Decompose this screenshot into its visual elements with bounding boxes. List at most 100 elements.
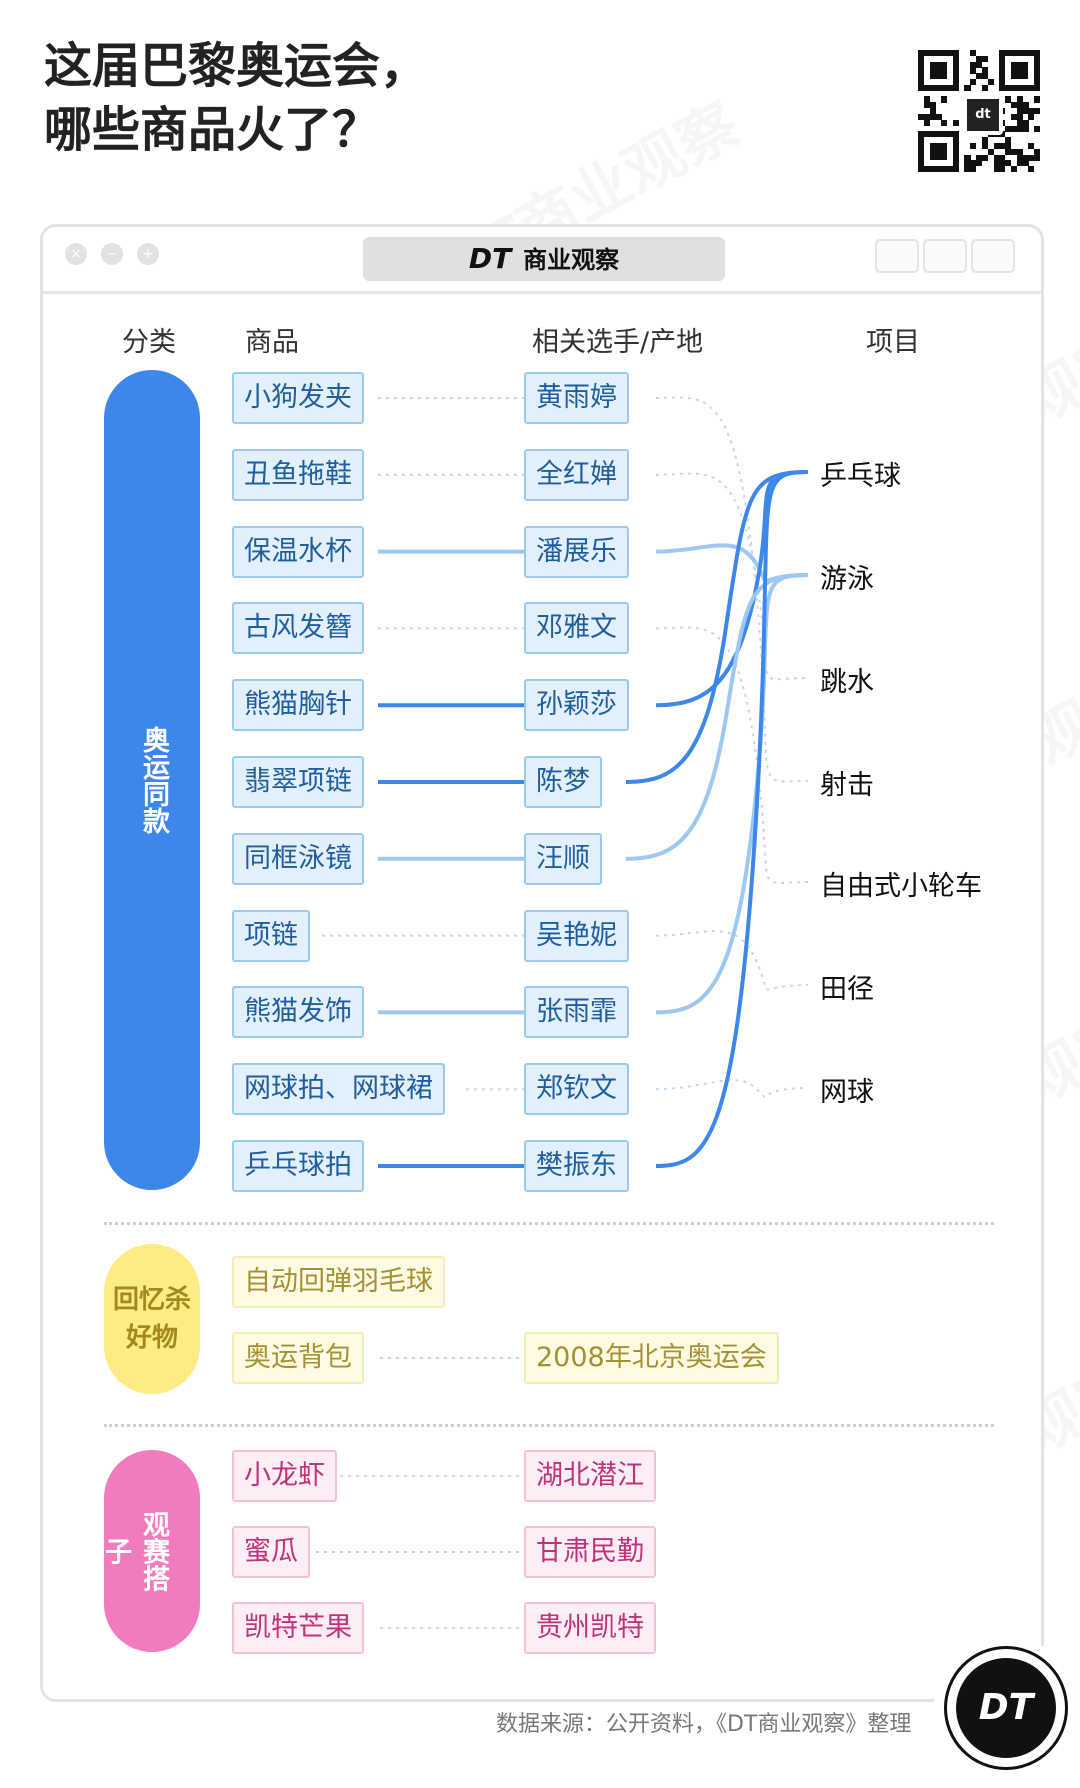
qr-finder — [929, 142, 948, 161]
qr-module — [993, 166, 1000, 173]
qr-module — [1034, 154, 1041, 161]
qr-module — [1028, 154, 1035, 161]
brand-label: DT — [468, 242, 512, 275]
player-box: 潘展乐 — [524, 525, 629, 578]
category-memory: 回忆杀 好物 — [104, 1244, 200, 1394]
player-box: 樊振东 — [524, 1140, 629, 1192]
qr-module — [970, 166, 977, 173]
qr-module — [1010, 148, 1018, 155]
qr-module — [1034, 148, 1041, 155]
qr-module — [1016, 154, 1023, 161]
memory-product-box: 奥运背包 — [232, 1332, 364, 1384]
qr-module — [1022, 102, 1029, 109]
qr-module — [952, 119, 959, 126]
qr-module — [976, 55, 983, 62]
qr-module — [976, 160, 983, 167]
product-box: 网球拍、网球裙 — [232, 1063, 445, 1116]
qr-module — [1016, 119, 1023, 126]
qr-module — [929, 108, 936, 115]
logo-ring — [944, 1646, 1068, 1770]
qr-module — [993, 160, 1000, 167]
qr-module — [1016, 160, 1023, 167]
qr-module — [1005, 137, 1012, 144]
player-box: 邓雅文 — [524, 602, 629, 655]
qr-module — [923, 102, 930, 109]
qr-module — [1016, 96, 1023, 103]
qr-module — [1022, 108, 1029, 115]
player-event-link — [655, 626, 809, 884]
qr-module — [999, 166, 1006, 173]
qr-module — [964, 84, 971, 91]
qr-module — [1022, 154, 1029, 161]
qr-module — [970, 50, 977, 57]
qr-module — [981, 84, 988, 91]
qr-module — [970, 79, 977, 86]
player-box: 汪顺 — [524, 832, 602, 885]
qr-module — [1016, 102, 1023, 109]
category-olympic-label: 奥运同款 — [138, 726, 169, 834]
product-box: 小狗发夹 — [232, 372, 364, 424]
qr-module — [981, 137, 988, 144]
qr-code-icon[interactable]: dt — [918, 50, 1041, 173]
qr-finder — [1010, 61, 1029, 80]
record-icon[interactable] — [875, 239, 919, 273]
qr-module — [1022, 160, 1029, 167]
qr-module — [1034, 125, 1041, 132]
close-icon[interactable]: × — [65, 243, 87, 265]
qr-module — [1022, 119, 1029, 126]
page-title: 这届巴黎奥运会， 哪些商品火了？ — [44, 34, 428, 162]
qr-module — [1016, 125, 1023, 132]
minimize-icon[interactable]: – — [101, 243, 123, 265]
maximize-icon[interactable]: + — [137, 243, 159, 265]
logo-text: DT — [956, 1658, 1056, 1758]
qr-module — [999, 142, 1006, 150]
qr-module — [999, 160, 1006, 167]
qr-module — [970, 67, 977, 74]
qr-module — [970, 61, 977, 68]
product-box: 古风发簪 — [232, 602, 364, 655]
qr-module — [1010, 166, 1018, 173]
qr-module — [964, 160, 971, 167]
category-memory-line2: 好物 — [125, 1323, 178, 1353]
product-box: 熊猫胸针 — [232, 679, 364, 732]
player-box: 陈梦 — [524, 756, 602, 808]
snack-origin-box: 贵州凯特 — [524, 1602, 656, 1654]
source-note: 数据来源：公开资料，《DT商业观察》整理 — [496, 1712, 912, 1737]
title-line-1: 这届巴黎奥运会， — [44, 38, 429, 94]
qr-module — [923, 96, 930, 103]
player-event-link — [655, 470, 809, 1168]
qr-module — [1005, 142, 1012, 150]
qr-module — [941, 119, 948, 126]
player-event-link — [655, 573, 809, 1015]
qr-module — [1028, 142, 1035, 150]
copy-icon[interactable] — [971, 239, 1015, 273]
share-icon[interactable] — [923, 239, 967, 273]
dt-logo: DT — [934, 1636, 1078, 1780]
category-snack: 观赛搭子 — [100, 1450, 200, 1652]
product-box: 保温水杯 — [232, 525, 364, 578]
qr-module — [1016, 113, 1023, 120]
qr-module — [1005, 125, 1012, 132]
qr-module — [976, 61, 983, 68]
title-line-2: 哪些商品火了？ — [44, 102, 381, 158]
product-box: 熊猫发饰 — [232, 986, 364, 1039]
header-product: 商品 — [245, 327, 299, 358]
product-box: 同框泳镜 — [232, 832, 364, 885]
qr-module — [929, 102, 936, 109]
qr-module — [976, 154, 983, 161]
qr-module — [1028, 113, 1035, 120]
player-box: 全红婵 — [524, 448, 629, 501]
snack-origin-box: 湖北潜江 — [524, 1450, 656, 1502]
player-event-link — [655, 930, 809, 991]
player-box: 吴艳妮 — [524, 909, 629, 962]
category-memory-label: 回忆杀 好物 — [104, 1281, 200, 1357]
player-event-link — [655, 472, 809, 681]
player-box: 孙颖莎 — [524, 679, 629, 732]
qr-module — [918, 113, 925, 120]
qr-module — [1010, 102, 1018, 109]
event-label: 跳水 — [820, 667, 874, 698]
qr-module — [999, 131, 1006, 138]
qr-module — [981, 142, 988, 150]
